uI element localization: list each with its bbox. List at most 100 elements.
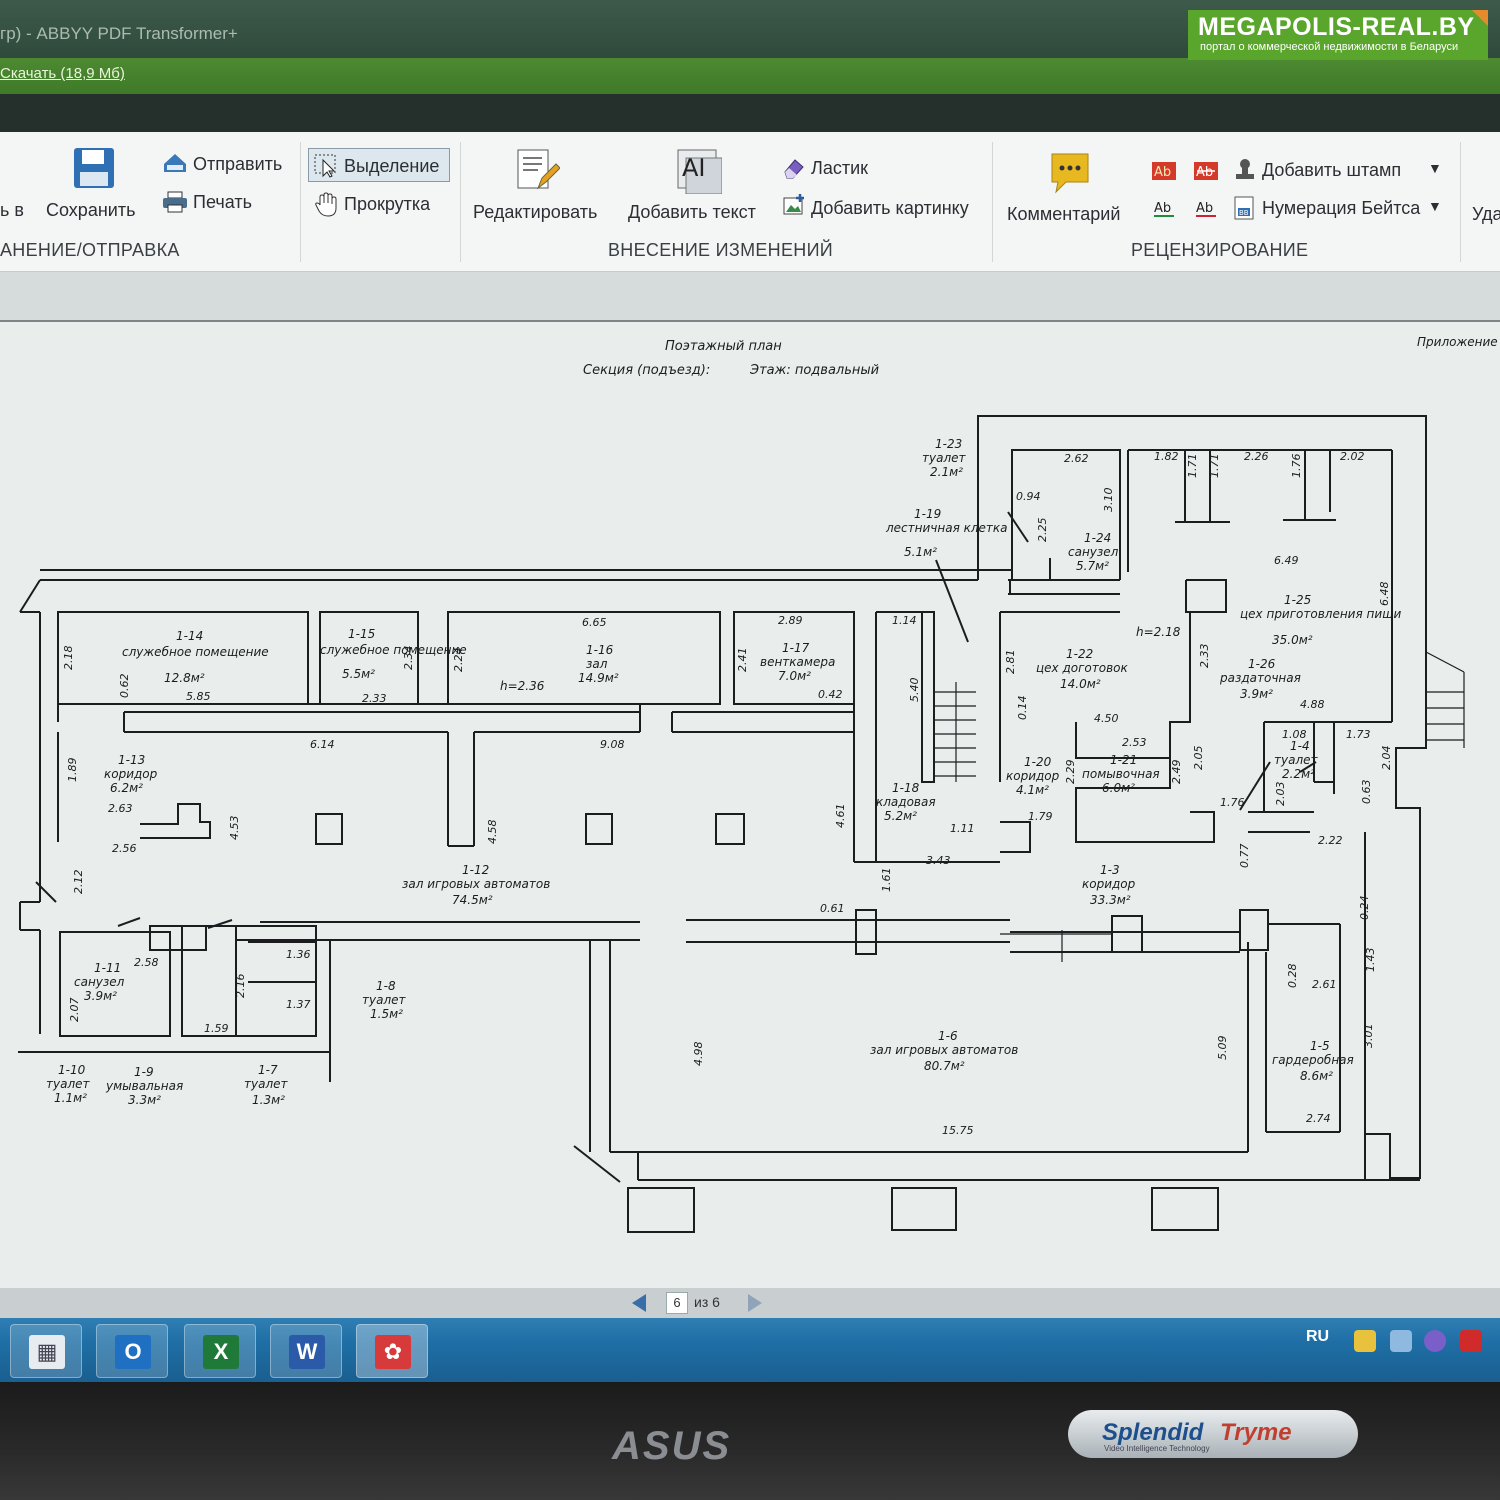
svg-text:1.61: 1.61	[880, 868, 893, 893]
svg-text:4.58: 4.58	[486, 820, 499, 845]
walls	[18, 415, 1465, 1233]
scroll-tool-button[interactable]: Прокрутка	[344, 194, 431, 214]
taskbar-calculator[interactable]: ▦	[10, 1324, 82, 1378]
svg-text:0.77: 0.77	[1238, 844, 1251, 869]
taskbar-excel[interactable]: X	[184, 1324, 256, 1378]
window-title: гр) - ABBYY PDF Transformer+	[0, 24, 238, 43]
add-stamp-button[interactable]: Добавить штамп	[1262, 160, 1402, 180]
taskbar-pdf-transformer[interactable]: ✿	[356, 1324, 428, 1378]
svg-text:1.3м²: 1.3м²	[252, 1093, 285, 1107]
next-page-icon[interactable]	[748, 1294, 762, 1312]
svg-text:5.5м²: 5.5м²	[342, 667, 375, 681]
svg-text:1-5: 1-5	[1310, 1039, 1330, 1053]
eraser-button[interactable]: Ластик	[811, 158, 868, 178]
adobe-tray-icon[interactable]	[1460, 1330, 1482, 1352]
add-image-icon[interactable]	[782, 194, 806, 223]
taskbar-word[interactable]: W	[270, 1324, 342, 1378]
svg-text:6.65: 6.65	[582, 616, 607, 629]
ribbon-separator	[460, 142, 461, 262]
svg-text:туалет: туалет	[244, 1077, 288, 1091]
edit-button[interactable]: Редактировать	[473, 202, 598, 222]
document-page[interactable]: Поэтажный план Секция (подъезд): Этаж: п…	[0, 320, 1500, 1288]
svg-text:2.18: 2.18	[62, 646, 75, 671]
svg-text:2.22: 2.22	[1318, 834, 1343, 847]
svg-text:помывочная: помывочная	[1082, 767, 1160, 781]
svg-text:1-22: 1-22	[1066, 647, 1093, 661]
svg-text:2.49: 2.49	[1170, 760, 1183, 785]
highlight-text-icon[interactable]: Ab	[1152, 160, 1176, 187]
svg-text:4.61: 4.61	[834, 804, 847, 829]
floor-plan-drawing: Поэтажный план Секция (подъезд): Этаж: п…	[18, 335, 1498, 1233]
bates-numbering-icon[interactable]: BB	[1234, 196, 1256, 225]
send-icon[interactable]	[162, 152, 188, 179]
print-icon[interactable]	[162, 190, 188, 219]
pen-tray-icon[interactable]	[1390, 1330, 1412, 1352]
eraser-icon[interactable]	[782, 156, 806, 185]
send-button[interactable]: Отправить	[193, 154, 283, 174]
svg-text:3.01: 3.01	[1362, 1024, 1375, 1049]
underline-text-icon[interactable]: Ab	[1152, 198, 1176, 225]
replace-text-icon[interactable]: Ab	[1194, 198, 1218, 225]
svg-text:Ab: Ab	[1196, 201, 1213, 216]
current-page-input[interactable]: 6	[666, 1292, 688, 1314]
svg-text:1.11: 1.11	[950, 822, 975, 835]
svg-text:1-4: 1-4	[1290, 739, 1310, 753]
svg-text:туалет: туалет	[1274, 753, 1318, 767]
svg-text:1-17: 1-17	[782, 641, 810, 655]
svg-text:AI: AI	[682, 154, 706, 182]
svg-text:1-12: 1-12	[462, 863, 489, 877]
taskbar-outlook[interactable]: O	[96, 1324, 168, 1378]
floor-label: Этаж: подвальный	[749, 363, 879, 378]
svg-text:1-15: 1-15	[348, 627, 375, 641]
page-navigation-bar: 6 из 6	[0, 1288, 1500, 1318]
download-bar: Скачать (18,9 Мб)	[0, 58, 1500, 94]
svg-text:2.16: 2.16	[234, 974, 247, 999]
svg-text:2.61: 2.61	[1312, 978, 1337, 991]
add-image-button[interactable]: Добавить картинку	[811, 198, 969, 218]
svg-text:коридор: коридор	[1006, 769, 1060, 783]
svg-text:2.1м²: 2.1м²	[930, 465, 963, 479]
add-text-button[interactable]: Добавить текст	[628, 202, 756, 222]
previous-page-icon[interactable]	[632, 1294, 646, 1312]
save-button[interactable]: Сохранить	[46, 200, 136, 220]
svg-text:1-18: 1-18	[892, 781, 920, 795]
excel-icon: X	[203, 1335, 239, 1369]
strikeout-text-icon[interactable]: Ab	[1194, 160, 1218, 187]
calculator-icon: ▦	[29, 1335, 65, 1369]
stamp-dropdown-chevron-down-icon[interactable]: ▼	[1428, 160, 1442, 176]
print-button[interactable]: Печать	[193, 192, 252, 212]
download-link[interactable]: Скачать (18,9 Мб)	[0, 65, 125, 82]
ribbon-separator	[1460, 142, 1461, 262]
svg-text:5.09: 5.09	[1216, 1036, 1229, 1061]
bates-dropdown-chevron-down-icon[interactable]: ▼	[1428, 198, 1442, 214]
hand-scroll-icon[interactable]	[314, 192, 338, 223]
svg-text:1-19: 1-19	[914, 507, 941, 521]
svg-text:2.62: 2.62	[1064, 452, 1089, 465]
bates-numbering-button[interactable]: Нумерация Бейтса	[1262, 198, 1421, 218]
svg-text:2.33: 2.33	[1198, 644, 1211, 669]
watermark-corner	[1472, 10, 1488, 26]
delete-button-truncated[interactable]: Уда	[1472, 204, 1500, 224]
edit-document-icon[interactable]	[514, 148, 561, 199]
flag-tray-icon[interactable]	[1354, 1330, 1376, 1352]
svg-text:1-10: 1-10	[58, 1063, 86, 1077]
ribbon-toolbar: ь в Сохранить Отправить Печать	[0, 132, 1500, 272]
svg-text:1-9: 1-9	[134, 1065, 154, 1079]
svg-text:0.61: 0.61	[820, 902, 845, 915]
stamp-icon[interactable]	[1234, 158, 1256, 187]
comment-icon[interactable]	[1050, 152, 1090, 199]
language-indicator[interactable]: RU	[1306, 1328, 1330, 1345]
svg-text:0.62: 0.62	[118, 674, 131, 699]
svg-text:2.26: 2.26	[1244, 450, 1269, 463]
svg-text:4.53: 4.53	[228, 816, 241, 841]
add-text-icon[interactable]: AI	[676, 148, 723, 199]
viber-tray-icon[interactable]	[1424, 1330, 1446, 1352]
svg-text:2.24: 2.24	[452, 648, 465, 673]
comment-button[interactable]: Комментарий	[1007, 204, 1121, 224]
svg-text:0.94: 0.94	[1016, 490, 1041, 503]
svg-text:1-3: 1-3	[1100, 863, 1120, 877]
save-icon[interactable]	[72, 146, 116, 195]
svg-text:15.75: 15.75	[942, 1124, 974, 1137]
svg-text:1.89: 1.89	[66, 758, 79, 783]
svg-text:Ab: Ab	[1154, 201, 1171, 216]
